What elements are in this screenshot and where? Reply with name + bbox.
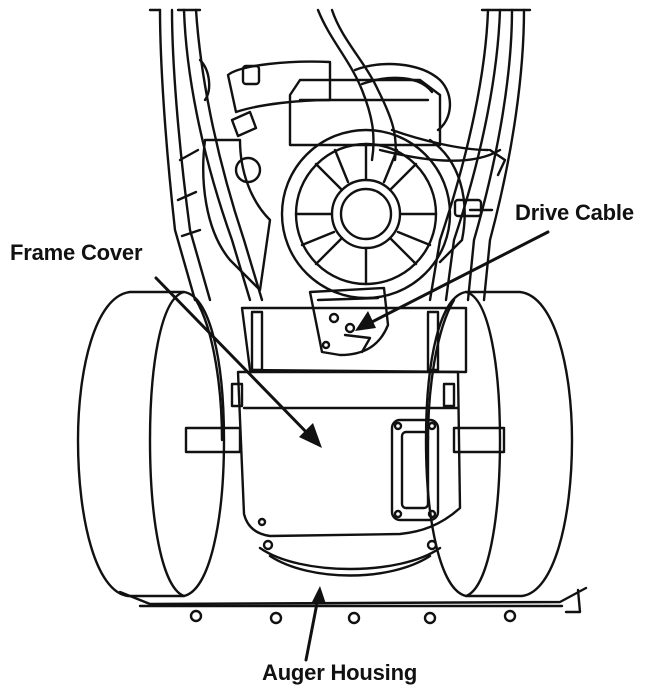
auger-housing-label: Auger Housing	[262, 660, 417, 686]
control-cables	[318, 10, 500, 161]
auger-housing-arrowhead	[312, 586, 326, 604]
right-wheel	[426, 292, 572, 596]
auger-housing	[120, 548, 586, 623]
left-handle	[150, 10, 262, 300]
frame-cover-label: Frame Cover	[10, 240, 142, 266]
left-wheel	[78, 292, 242, 596]
auger-housing-leader	[306, 598, 318, 660]
frame-cover-leader	[156, 278, 312, 438]
drive-cable-label: Drive Cable	[515, 200, 634, 226]
drive-cable-bracket	[310, 288, 388, 355]
recoil-starter	[282, 130, 450, 298]
frame-cover	[238, 308, 466, 549]
